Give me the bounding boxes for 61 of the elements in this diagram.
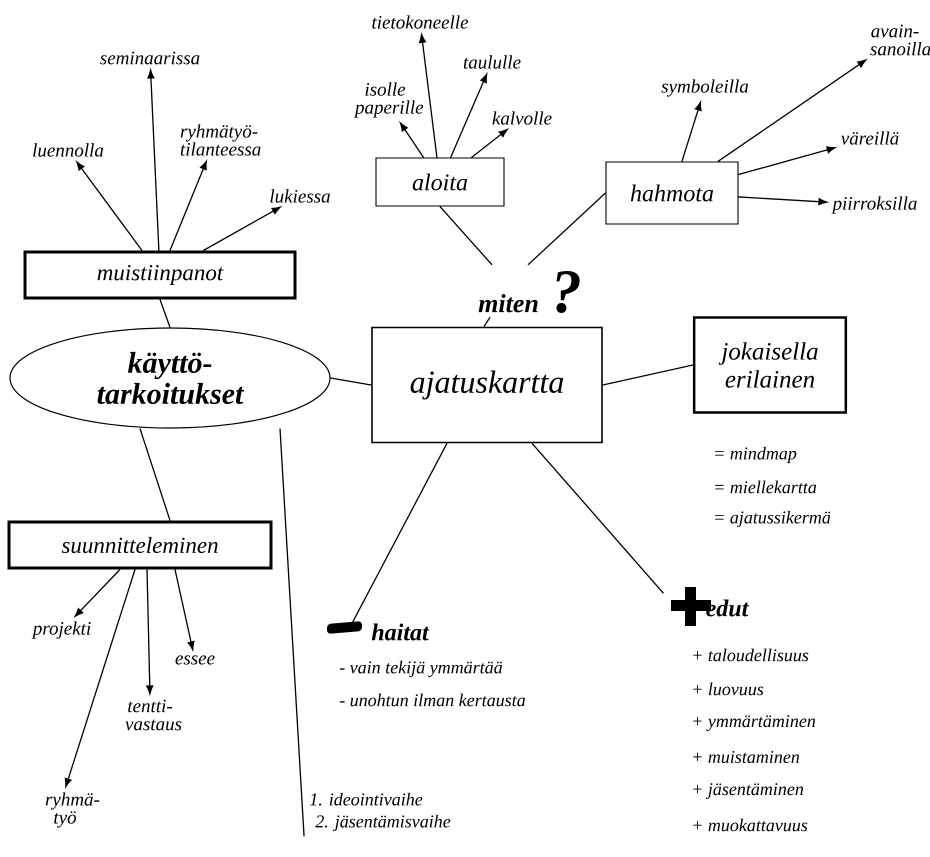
branch-label: tentti- vastaus	[125, 700, 182, 730]
connector-line	[528, 192, 606, 266]
branch-label: ryhmätyö- tilanteessa	[180, 124, 261, 156]
branch-label: symboleilla	[661, 79, 748, 97]
note-text: - unohtun ilman kertausta	[340, 694, 526, 706]
arrow	[76, 161, 142, 251]
arrow	[419, 34, 438, 158]
topic-box: aloita	[375, 157, 505, 207]
branch-label: väreillä	[841, 131, 898, 145]
note-text: - vain tekijä ymmärtää	[340, 660, 502, 678]
branch-label: luennolla	[33, 143, 104, 157]
question-text: miten ?	[478, 271, 580, 313]
arrow	[169, 160, 207, 251]
connector-line	[602, 364, 694, 386]
topic-box: suunnitteleminen	[8, 520, 272, 570]
branch-label: kalvolle	[492, 111, 552, 125]
arrow	[718, 60, 866, 162]
arrow	[738, 146, 836, 176]
connector-line	[440, 206, 492, 266]
topic-box: hahmota	[605, 161, 739, 225]
note-text: + jäsentäminen	[693, 783, 804, 799]
note-text: = miellekartta	[715, 480, 816, 494]
branch-label: essee	[176, 655, 215, 665]
arrow	[64, 569, 136, 788]
heading-text: haitat	[372, 624, 430, 640]
note-text: = mindmap	[715, 446, 796, 464]
arrow	[471, 128, 508, 158]
arrow	[147, 70, 160, 251]
branch-label: ryhmä- työ	[46, 792, 100, 828]
branch-label: tietokoneelle	[372, 15, 468, 29]
arrow	[174, 569, 195, 650]
connector-line	[330, 377, 372, 386]
connector-line	[532, 442, 664, 594]
arrow	[74, 569, 120, 617]
connector-line	[159, 299, 171, 328]
topic-box: muistiinpanot	[24, 250, 296, 300]
arrow	[400, 122, 424, 158]
arrow	[146, 569, 154, 694]
branch-label: taululle	[464, 55, 521, 69]
branch-label: piirroksilla	[831, 196, 917, 214]
arrow	[203, 206, 281, 252]
note-text: + luovuus	[693, 682, 764, 696]
note-text: + muokattavuus	[693, 818, 808, 832]
connector-line	[279, 428, 305, 836]
central-box: ajatuskartta	[371, 326, 603, 444]
list-text: 1. ideointivaihe 2. jäsentämisvaihe	[310, 792, 450, 832]
branch-label: lukiessa	[270, 189, 330, 203]
arrow	[450, 74, 488, 158]
note-text: = ajatussikermä	[715, 510, 830, 528]
connector-line	[483, 316, 491, 328]
note-text: + muistaminen	[693, 750, 800, 764]
connector-line	[139, 428, 171, 521]
topic-box: jokaisella erilainen	[692, 316, 848, 414]
note-text: + ymmärtäminen	[693, 715, 816, 731]
branch-label: isolle paperille	[354, 82, 424, 118]
branch-label: seminaarissa	[100, 52, 200, 64]
arrow	[681, 102, 702, 162]
note-text: + taloudellisuus	[693, 648, 808, 662]
connector-line	[351, 443, 448, 624]
branch-label: projekti	[32, 621, 91, 639]
arrow	[738, 196, 828, 206]
